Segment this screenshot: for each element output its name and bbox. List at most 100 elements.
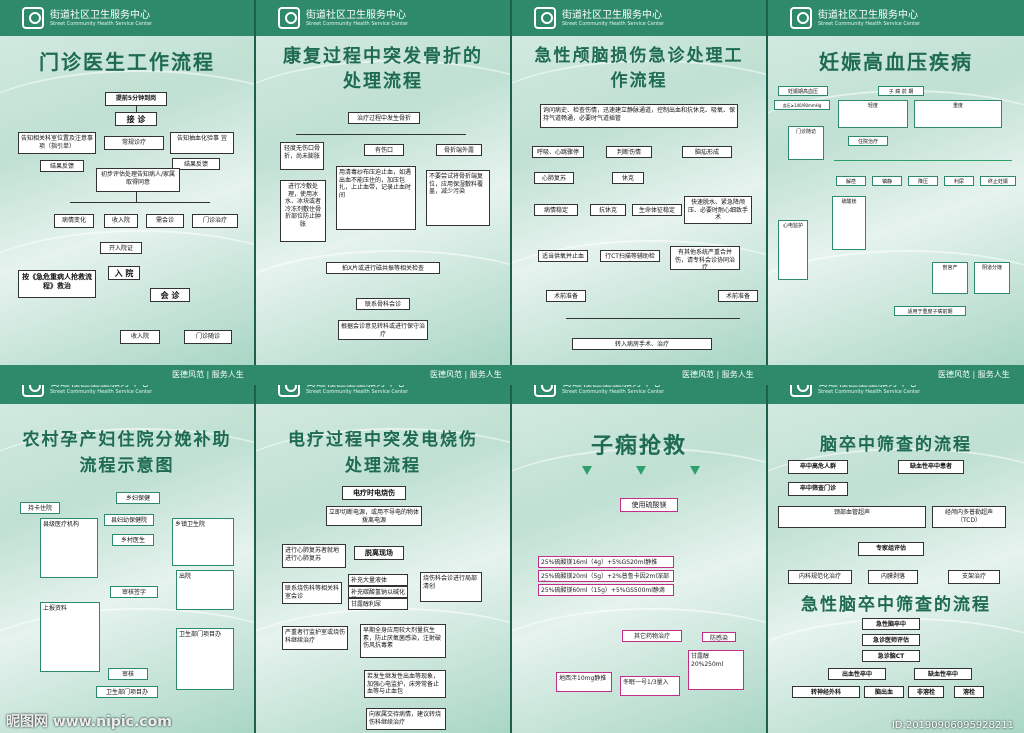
flow-box: 卒中高危人群 [788,460,848,474]
flow-box: 提前5分钟到岗 [105,92,167,106]
flow-box: 告知抽血化验事 宜 [170,132,234,154]
flow-box: 行CT扫描等辅助检查 [600,250,660,262]
flow-box: 抗休克 [590,204,626,216]
panel-stroke-screening: 街道社区卫生服务中心 Street Community Health Servi… [768,368,1024,733]
org-logo-icon [22,7,44,29]
org-name: 街道社区卫生服务中心 [306,10,406,21]
flow-box: 25%硫酸镁60ml（15g）+5%GS500ml静滴 [538,584,674,596]
flow-box: 术前准备 [546,290,586,302]
flow-box: 接 诊 [115,112,157,126]
panel-title: 脑卒中筛查的流程 [820,435,972,455]
footer-text: 医德风范 | 服务人生 [938,370,1010,379]
flow-box: 有其他系统严重合并伤，请专科会诊协同治疗 [670,246,740,270]
flow-box: 县妇幼保健院 [104,514,154,526]
flow-box: 结果反馈 [40,160,84,172]
flow-box: 使用硫酸镁 [620,498,678,512]
flow-box: 补充碳酸氢钠以碱化尿液 [348,586,408,598]
org-name-en: Street Community Health Service Center [818,21,921,27]
flow-box: 乡镇卫生院 [172,518,234,566]
flow-box: 生命体征稳定 [632,204,682,216]
flow-box: 乡妇保健 [116,492,160,504]
panel-title: 康复过程中突发骨折的处理流程 [283,46,483,93]
flow-box: 急性脑卒中 [862,618,920,630]
org-name-en: Street Community Health Service Center [50,389,153,395]
flow-box: 严重者行监护室或烧伤科继续治疗 [282,626,348,650]
flow-box: 审核 [108,668,148,680]
flow-box: 县级医疗机构 [40,518,98,578]
flow-box: 剖宫产 [932,262,968,294]
flow-box: 需会诊 [146,214,184,228]
panel-title: 子痫抢救 [590,434,687,459]
panel-header: 街道社区卫生服务中心 Street Community Health Servi… [768,0,1024,36]
footer-text: 医德风范 | 服务人生 [172,370,244,379]
org-name: 街道社区卫生服务中心 [562,10,662,21]
flow-box: 补充大量液体 [348,574,408,586]
flow-box: 判断伤情 [606,146,652,158]
flow-box: 病情稳定 [534,204,578,216]
flow-box: 溶栓 [954,686,984,698]
flow-box: 有伤口 [364,144,404,156]
panel-eclampsia: 街道社区卫生服务中心 Street Community Health Servi… [512,368,766,733]
flow-box: 结果反馈 [172,158,220,170]
flow-box: 甘露醇20%250ml [688,650,744,690]
flow-box: 地西泮10mg静推 [556,672,612,692]
panel-subtitle: 急性脑卒中筛查的流程 [801,595,991,615]
footer-text: 医德风范 | 服务人生 [682,370,754,379]
flow-box: 卫生部门项目办 [96,686,158,698]
watermark-right: ID:20190906095928211 [891,720,1014,731]
flow-box: 术前准备 [718,290,758,302]
flow-box: 门诊治疗 [192,214,238,228]
flow-box: 急诊脑CT [862,650,920,662]
flow-box: 快速脱水、紧急降颅压、必要时耐心细致手术 [684,196,752,224]
flow-box: 电疗时电烧伤 [342,486,406,500]
panel-header: 街道社区卫生服务中心 Street Community Health Servi… [256,0,510,36]
flow-box: 根据会诊意见转科或进行保守治疗 [338,320,428,340]
org-name: 街道社区卫生服务中心 [50,10,150,21]
flow-box: 妊娠期高血压 [778,86,828,96]
org-name-en: Street Community Health Service Center [562,389,665,395]
flow-box: 出血性卒中 [828,668,886,680]
flow-box: 心电监护 [778,220,808,280]
flow-box: 阴道分娩 [974,262,1010,294]
flow-box: 轻度无伤口骨折，尚未膨胀 [280,142,324,170]
panel-hypertension: 街道社区卫生服务中心 Street Community Health Servi… [768,0,1024,365]
flow-box: 血压≥140/90mmHg [774,100,830,110]
flow-box: 上报资料 [40,602,100,672]
flow-box: 适当供氧并止血 [538,250,588,262]
flow-box: 收入院 [104,214,138,228]
flow-box: 镇静 [872,176,902,186]
panel-fracture: 街道社区卫生服务中心 Street Community Health Servi… [256,0,510,365]
flow-box: 若发生继发性出血等现象，加强心电监护，床旁常备止血等与止血包 [364,670,446,698]
flow-box: 持卡住院 [20,502,60,514]
flow-box: 利尿 [944,176,974,186]
flow-box: 非溶栓 [908,686,944,698]
flow-box: 早期全身应用较大剂量抗生素，防止厌氧菌感染，注射破伤风抗毒素 [360,624,446,658]
flow-box: 烧伤科会诊进行局部清创 [420,572,482,602]
flow-box: 卫生部门项目办 [176,628,234,690]
panel-title: 电疗过程中突发电烧伤处理流程 [288,430,478,476]
flow-box: 防感染 [702,632,736,642]
flow-box: 按《急危重病人抢救流程》救治 [18,270,96,298]
flow-box: 心肺复苏 [534,172,574,184]
flow-box: 询问病史、检查伤情，迅速建立静脉通道，控制出血和抗休克、吸氧、保持气道畅通，必要… [540,104,738,128]
flow-box: 审核签字 [110,586,158,598]
flow-box: 25%硫酸镁20ml（5g）+2%普鲁卡因2ml深部肌注 [538,570,674,582]
flow-box: 不要尝试将骨折端复位，应用保湿敷料覆盖，减少污染 [426,170,490,226]
flow-box: 常规诊疗 [104,136,164,150]
flow-box: 适用于重度子痫前期 [894,306,966,316]
flow-box: 转入病房手术、治疗 [572,338,712,350]
flow-box: 住院治疗 [848,136,888,146]
flow-box: 进行冷敷处理，使用冰水、冰块或者冷冻剂敷住骨折部位防止肿胀 [280,180,326,242]
footer-text: 医德风范 | 服务人生 [430,370,502,379]
flow-box: 立即切断电源，或用不导电的物体拨离电源 [326,506,422,526]
panel-brain-injury: 街道社区卫生服务中心 Street Community Health Servi… [512,0,766,365]
flow-box: 专家组评估 [858,542,924,556]
flow-box: 降压 [908,176,938,186]
panel-title: 妊娠高血压疾病 [819,50,973,74]
flow-box: 开入院证 [100,242,142,254]
watermark-left: 昵图网 www.nipic.com [6,714,172,730]
flow-box: 门诊随诊 [184,330,232,344]
flow-box: 支架治疗 [948,570,1000,584]
flow-box: 联系骨科会诊 [356,298,410,310]
flow-box: 门诊随访 [788,126,824,160]
